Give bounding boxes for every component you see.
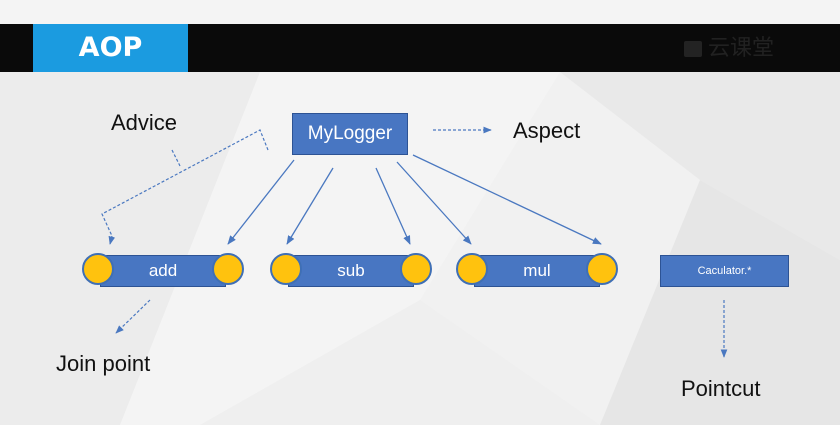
join-point-dot [212,253,244,285]
join-point-dot [82,253,114,285]
watermark-logo-icon [684,41,702,58]
watermark-text: 云课堂 [708,35,775,60]
advice-arrow-add-left [108,235,116,245]
slide-title: AOP [33,24,188,72]
method-label: sub [288,255,414,287]
join-point-dot [270,253,302,285]
method-add: add [82,253,246,289]
advice-arrow-add-right [227,159,295,245]
pointcut-box-calculator: Caculator.* [660,255,789,287]
pointcut-label: Pointcut [681,376,761,401]
join-point-arrow [115,299,151,334]
join-point-dot [400,253,432,285]
join-point-dot [586,253,618,285]
advice-arrow-sub-right [375,167,411,245]
watermark: 云课堂 [684,24,774,72]
aspect-box-mylogger: MyLogger [292,113,408,155]
join-point-dot [456,253,488,285]
advice-bracket-tick [171,149,181,167]
advice-arrow-mul-left [396,161,472,245]
method-label: mul [474,255,600,287]
aspect-label: Aspect [513,118,581,143]
join-point-label: Join point [56,351,151,376]
method-sub: sub [270,253,434,289]
advice-label: Advice [111,110,178,135]
method-label: add [100,255,226,287]
method-mul: mul [456,253,620,289]
advice-bracket [101,129,269,237]
advice-arrow-sub-left [286,167,334,245]
advice-arrow-mul-right [412,154,602,245]
